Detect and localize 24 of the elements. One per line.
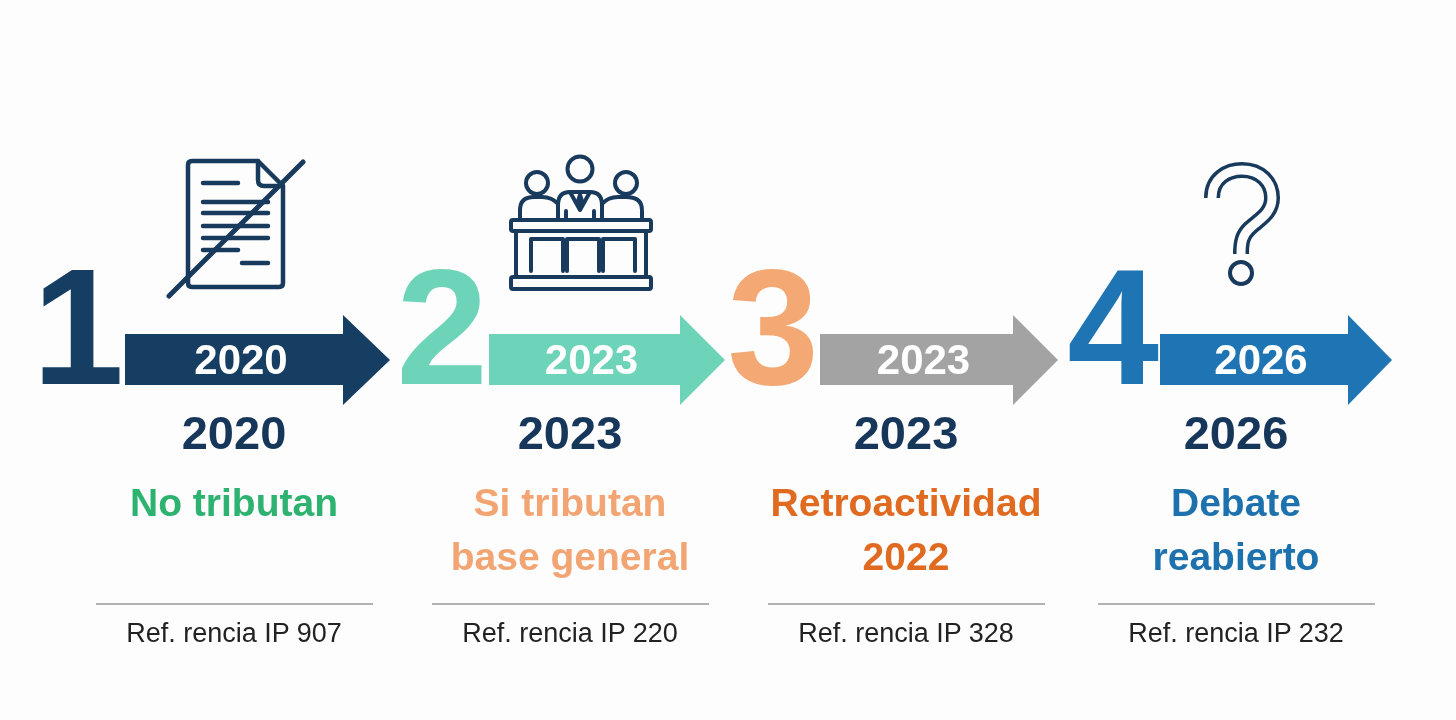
- description-text: Retroactividad 2022: [769, 480, 1043, 580]
- timeline-arrow: [1160, 315, 1392, 405]
- year-label: 2026: [1183, 409, 1289, 456]
- reference-text: Ref. rencia IP 232: [1128, 617, 1344, 650]
- step-number: 2: [396, 266, 488, 390]
- timeline-arrow: [489, 315, 725, 405]
- description-text: Si tributan base general: [449, 480, 691, 580]
- timeline-arrow: [125, 315, 390, 405]
- year-label: 2023: [544, 338, 639, 381]
- step-number: 1: [32, 266, 124, 390]
- year-label: 2026: [1214, 338, 1308, 381]
- reference-text: Ref. rencia IP 328: [798, 617, 1014, 650]
- step-number: 4: [1067, 266, 1159, 390]
- reference-text: Ref. rencia IP 907: [126, 617, 342, 650]
- description-text: Debate reabierto: [1151, 480, 1321, 580]
- year-label: 2023: [517, 409, 623, 456]
- step-number: 3: [727, 266, 819, 390]
- year-label: 2023: [853, 409, 959, 456]
- timeline-arrow: [820, 315, 1058, 405]
- year-label: 2020: [181, 409, 287, 456]
- reference-text: Ref. rencia IP 220: [462, 617, 678, 650]
- year-label: 2020: [194, 338, 288, 381]
- year-label: 2023: [876, 338, 971, 381]
- description-text: No tributan: [130, 480, 338, 526]
